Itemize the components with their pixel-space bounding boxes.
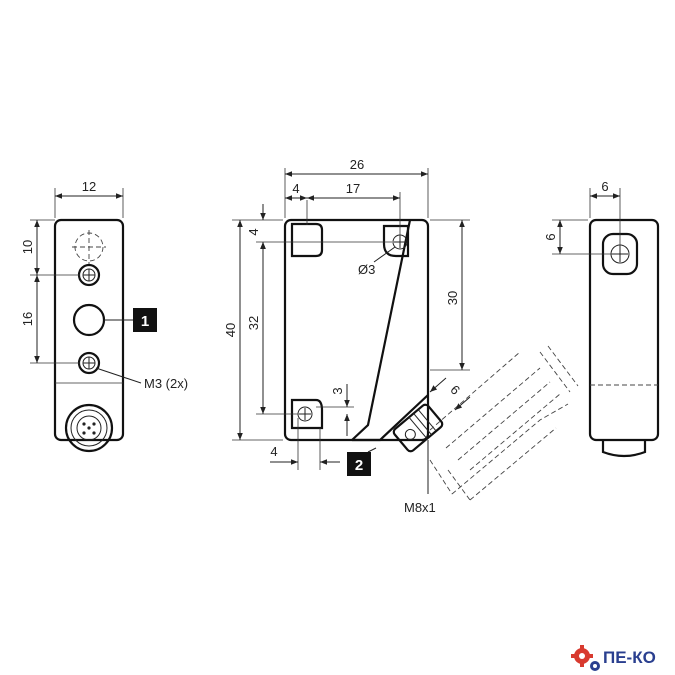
screw-label: M3 (2x) — [144, 376, 188, 391]
right-housing — [588, 218, 660, 442]
dim-offset-4-top: 4 — [292, 181, 299, 196]
center-lens-block — [290, 222, 324, 258]
callout-2-label: 2 — [355, 457, 363, 474]
dim-left-width: 12 — [82, 179, 96, 194]
left-connector-icon — [64, 403, 114, 453]
callout-1-badge — [133, 308, 157, 332]
dim-bottom-hole-offset: 3 — [330, 387, 345, 394]
left-view: 12 10 16 1 M3 (2x) — [20, 179, 188, 453]
left-screw-bottom-icon — [77, 351, 101, 375]
left-housing — [53, 218, 125, 442]
right-view: 6 6 — [543, 179, 660, 458]
dim-right-height: 30 — [445, 291, 460, 305]
dim-hole-offset: 17 — [346, 181, 360, 196]
connector-thread-label: M8x1 — [404, 500, 436, 515]
dim-total-width: 26 — [350, 157, 364, 172]
callout-1-label: 1 — [141, 313, 149, 330]
center-view: 26 4 17 40 4 32 Ø3 30 3 — [223, 157, 579, 515]
callout-2-badge — [347, 452, 371, 476]
left-screw-top-icon — [77, 263, 101, 287]
dim-left-spacing: 16 — [20, 312, 35, 326]
dim-total-height: 40 — [223, 323, 238, 337]
logo-text: ПЕ-КО — [603, 648, 656, 667]
gear-icon — [571, 645, 600, 671]
dim-hole-diameter: Ø3 — [358, 262, 375, 277]
center-cable-dashed — [429, 345, 579, 501]
dim-right-hole-offset: 6 — [543, 233, 558, 240]
dim-connector-offset: 6 — [447, 382, 463, 398]
brand-logo: ПЕ-КО — [571, 645, 656, 671]
left-lens — [72, 303, 106, 337]
center-connector-icon — [392, 403, 444, 453]
right-connector — [601, 440, 647, 458]
dim-left-top: 10 — [20, 240, 35, 254]
dim-offset-4-side: 4 — [246, 228, 261, 235]
dim-bottom-offset-4: 4 — [270, 444, 277, 459]
dim-right-width: 6 — [601, 179, 608, 194]
center-slanted-face — [351, 219, 412, 441]
center-hole-top-icon — [382, 224, 410, 258]
dim-hole-spacing: 32 — [246, 316, 261, 330]
